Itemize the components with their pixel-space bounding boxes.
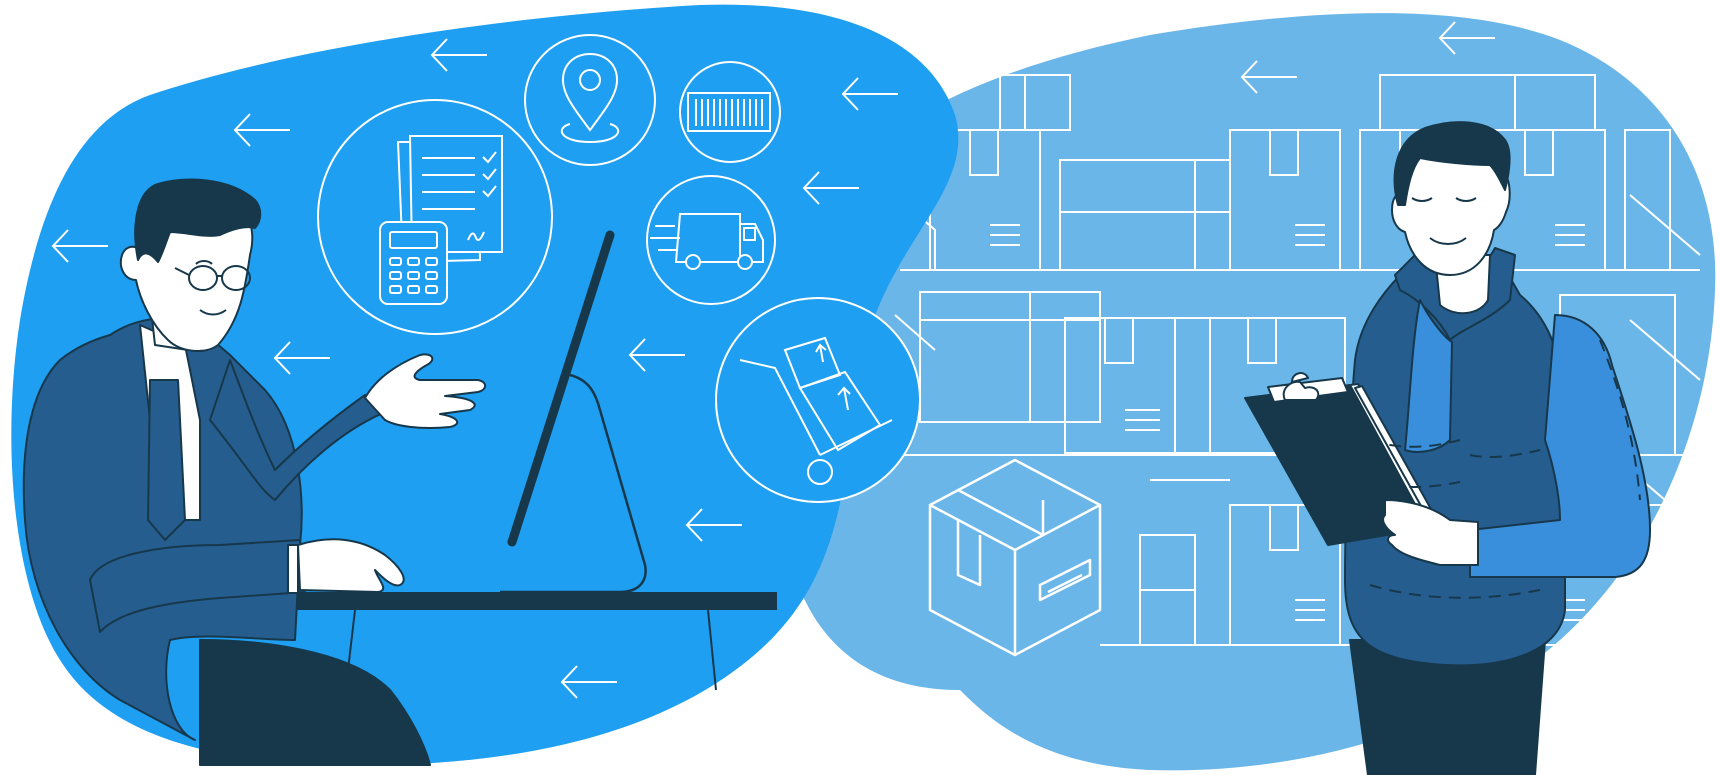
arrow-left-icon bbox=[628, 338, 685, 372]
inner-shirt bbox=[1404, 299, 1453, 453]
clipboard-hand-bottom bbox=[1382, 499, 1479, 566]
typing-hand bbox=[297, 538, 405, 593]
arrow-left-icon bbox=[1240, 60, 1297, 94]
computer-monitor bbox=[500, 230, 647, 594]
location-pin-icon bbox=[524, 34, 656, 166]
delivery-truck-icon bbox=[646, 175, 776, 305]
flow-arrows-left bbox=[51, 38, 898, 699]
clipboard-hand-top bbox=[1282, 380, 1320, 401]
document-calculator-icon bbox=[317, 99, 553, 335]
desk bbox=[285, 592, 777, 691]
flow-arrows-right bbox=[1240, 21, 1495, 94]
arrow-left-icon bbox=[685, 508, 742, 542]
arrow-left-icon bbox=[841, 77, 898, 111]
hair bbox=[134, 178, 262, 263]
office-panel bbox=[11, 4, 959, 766]
barcode-icon bbox=[679, 61, 781, 163]
worker-hair bbox=[1393, 121, 1511, 206]
hand-truck-boxes-icon bbox=[715, 297, 921, 503]
raised-hand bbox=[364, 353, 487, 430]
arrow-left-icon bbox=[560, 665, 617, 699]
arrow-left-icon bbox=[1438, 21, 1495, 55]
arrow-left-icon bbox=[51, 229, 108, 263]
warehouse-worker bbox=[1244, 121, 1651, 775]
jacket-sleeve bbox=[1469, 314, 1651, 578]
office-worker bbox=[22, 178, 487, 766]
cardboard-box-icon bbox=[928, 458, 1102, 657]
arrow-left-icon bbox=[233, 113, 290, 147]
chair bbox=[199, 639, 431, 766]
glasses bbox=[174, 265, 251, 291]
arrow-left-icon bbox=[273, 341, 330, 375]
arrow-left-icon bbox=[802, 171, 859, 205]
arrow-left-icon bbox=[430, 38, 487, 72]
tie bbox=[147, 379, 186, 541]
